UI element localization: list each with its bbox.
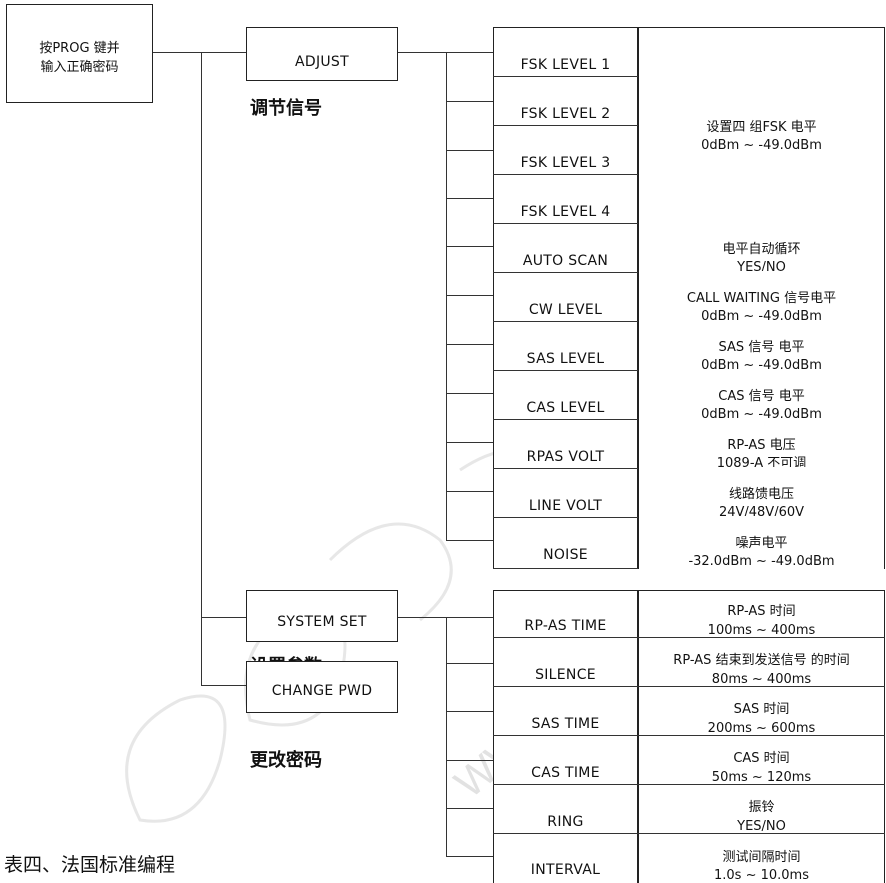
system-item[interactable]: RING [547, 814, 584, 830]
connector [446, 101, 493, 102]
connector [446, 617, 447, 857]
system-desc-l2: 50ms ~ 120ms [711, 770, 812, 782]
adjust-desc-l1: 设置四 组FSK 电平 [706, 120, 817, 135]
divider [493, 637, 885, 638]
root-box [6, 4, 153, 103]
adjust-item[interactable]: FSK LEVEL 1 [520, 57, 611, 73]
menu-system-set-label: SYSTEM SET [277, 614, 367, 630]
connector [446, 663, 493, 664]
adjust-item[interactable]: NOISE [543, 547, 588, 563]
connector [446, 442, 493, 443]
table-caption: 表四、法国标准编程 [4, 854, 176, 876]
connector [446, 856, 493, 857]
adjust-desc-l2: 0dBm ~ -49.0dBm [701, 309, 822, 320]
adjust-item[interactable]: FSK LEVEL 2 [520, 106, 611, 122]
adjust-item[interactable]: FSK LEVEL 3 [520, 155, 611, 171]
adjust-desc-l1: 噪声电平 [735, 536, 788, 551]
adjust-item[interactable]: RPAS VOLT [526, 449, 605, 465]
connector [446, 198, 493, 199]
connector [446, 150, 493, 151]
connector [398, 617, 493, 618]
adjust-item[interactable]: CW LEVEL [528, 302, 603, 318]
system-item[interactable]: INTERVAL [530, 862, 601, 878]
system-desc-l2: 100ms ~ 400ms [707, 623, 816, 635]
divider [493, 686, 885, 687]
connector [446, 540, 493, 541]
connector [446, 246, 493, 247]
connector [446, 344, 493, 345]
adjust-desc-l1: 线路馈电压 [728, 487, 794, 502]
root-line1: 按PROG 键并 [39, 41, 120, 56]
connector [446, 393, 493, 394]
adjust-item[interactable]: CAS LEVEL [526, 400, 605, 416]
adjust-desc-l2: 1089-A 不可调 [716, 456, 807, 467]
connector [446, 52, 447, 540]
connector [201, 617, 246, 618]
connector [398, 52, 493, 53]
system-item[interactable]: CAS TIME [531, 765, 600, 781]
system-desc-l1: RP-AS 时间 [727, 604, 796, 619]
connector [201, 685, 246, 686]
connector [446, 711, 493, 712]
system-items-column [493, 590, 638, 883]
divider [493, 784, 885, 785]
divider [493, 735, 885, 736]
divider [493, 174, 638, 175]
system-item[interactable]: SAS TIME [531, 716, 600, 732]
adjust-desc-l1: SAS 信号 电平 [718, 340, 805, 355]
connector [446, 491, 493, 492]
adjust-item[interactable]: LINE VOLT [528, 498, 603, 514]
adjust-item[interactable]: SAS LEVEL [526, 351, 605, 367]
connector [201, 52, 202, 686]
connector [153, 52, 246, 53]
system-item[interactable]: SILENCE [535, 667, 596, 683]
connector [446, 808, 493, 809]
system-desc-l2: 80ms ~ 400ms [711, 672, 812, 684]
menu-system-set[interactable] [246, 590, 398, 642]
adjust-desc-l2: 24V/48V/60V [718, 505, 805, 516]
adjust-desc-l2: -32.0dBm ~ -49.0dBm [688, 554, 835, 567]
divider [493, 833, 885, 834]
adjust-item[interactable]: AUTO SCAN [522, 253, 609, 269]
adjust-desc-column [638, 27, 885, 569]
menu-adjust-cn: 调节信号 [250, 98, 322, 119]
adjust-items-column [493, 27, 638, 569]
system-desc-l2: 200ms ~ 600ms [707, 721, 816, 733]
adjust-desc-l1: CAS 信号 电平 [718, 389, 805, 404]
system-desc-column [638, 590, 885, 883]
adjust-desc-l2: 0dBm ~ -49.0dBm [701, 138, 822, 153]
system-desc-l2: YES/NO [737, 819, 786, 831]
adjust-desc-l1: 电平自动循环 [722, 242, 801, 257]
menu-change-pwd-label: CHANGE PWD [271, 683, 373, 699]
menu-adjust[interactable] [246, 27, 398, 81]
system-desc-l1: CAS 时间 [733, 751, 790, 766]
adjust-desc-l1: RP-AS 电压 [727, 438, 796, 453]
menu-adjust-label: ADJUST [295, 54, 349, 70]
adjust-desc-l2: YES/NO [737, 260, 786, 271]
connector [446, 295, 493, 296]
adjust-item[interactable]: FSK LEVEL 4 [520, 204, 611, 220]
menu-change-pwd-cn: 更改密码 [250, 750, 322, 771]
system-desc-l2: 1.0s ~ 10.0ms [714, 868, 809, 880]
system-desc-l1: SAS 时间 [733, 702, 790, 717]
system-desc-l1: 测试间隔时间 [722, 850, 801, 865]
system-desc-l1: 振铃 [748, 800, 775, 815]
adjust-desc-l2: 0dBm ~ -49.0dBm [701, 358, 822, 369]
connector [446, 760, 493, 761]
divider [493, 125, 638, 126]
divider [493, 76, 638, 77]
root-line2: 输入正确密码 [40, 60, 119, 75]
adjust-desc-l2: 0dBm ~ -49.0dBm [701, 407, 822, 418]
adjust-desc-l1: CALL WAITING 信号电平 [686, 291, 837, 306]
system-desc-l1: RP-AS 结束到发送信号 的时间 [673, 653, 850, 668]
system-item[interactable]: RP-AS TIME [524, 618, 607, 634]
menu-change-pwd[interactable] [246, 661, 398, 713]
